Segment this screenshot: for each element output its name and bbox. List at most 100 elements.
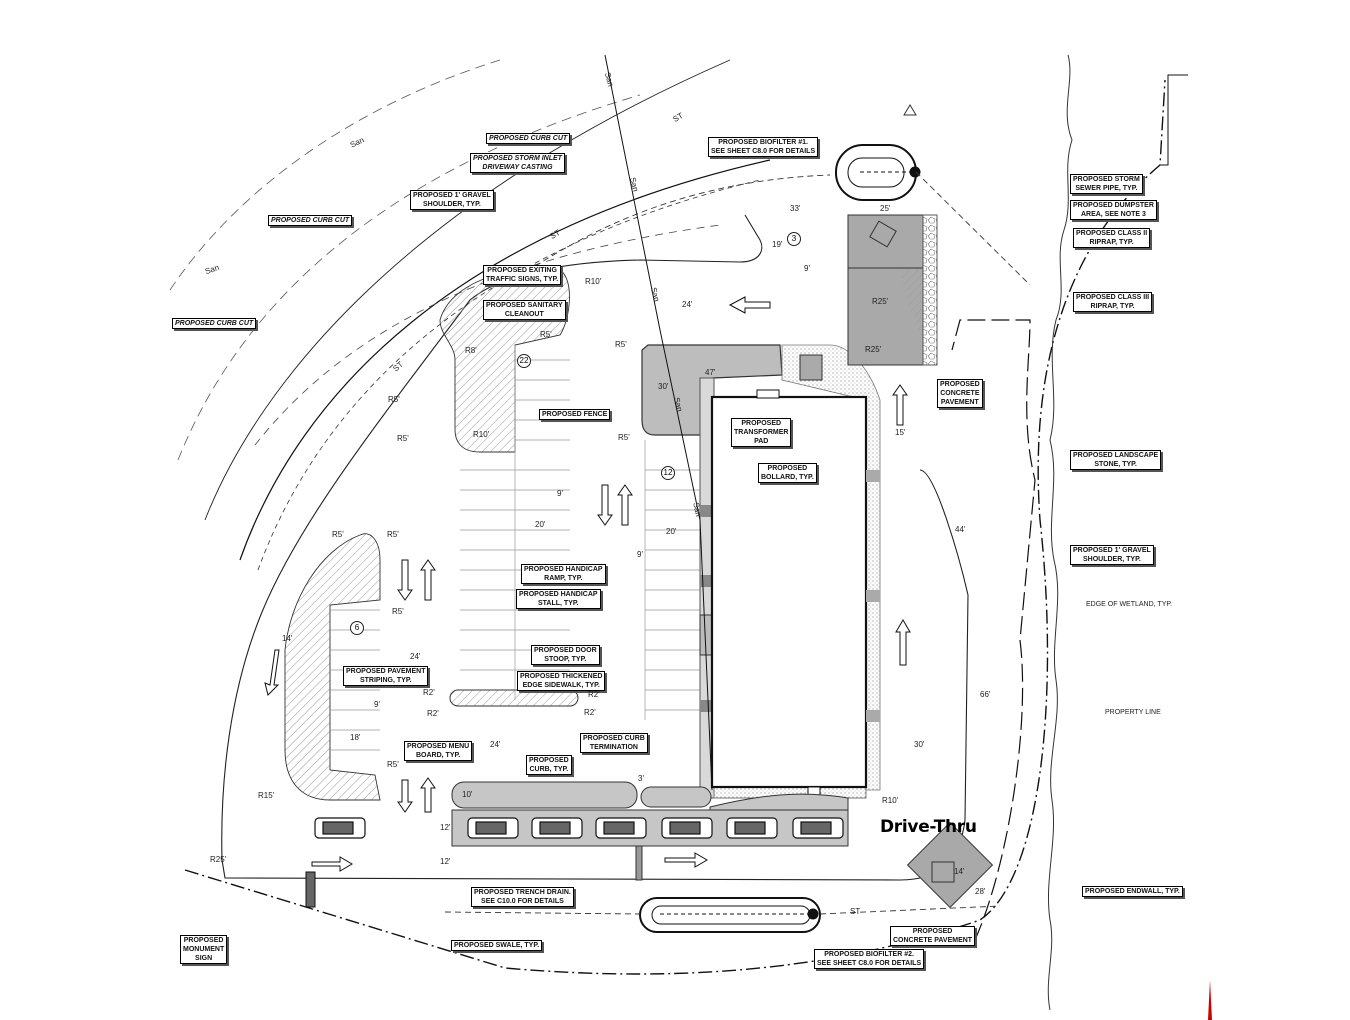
label-dumpster: PROPOSED DUMPSTER AREA, SEE NOTE 3 xyxy=(1070,200,1157,220)
label-bollard: PROPOSED BOLLARD, TYP. xyxy=(758,463,817,483)
dim: 15' xyxy=(895,428,906,437)
label-gravel-shoulder-left: PROPOSED 1' GRAVEL SHOULDER, TYP. xyxy=(410,190,494,210)
dim: 24' xyxy=(490,740,501,749)
label-biofilter-1: PROPOSED BIOFILTER #1. SEE SHEET C8.0 FO… xyxy=(708,137,819,157)
dim: 12' xyxy=(440,857,451,866)
radius: R5' xyxy=(332,530,344,539)
radius: R15' xyxy=(258,791,275,800)
radius: R10' xyxy=(882,796,899,805)
radius: R2' xyxy=(423,688,435,697)
radius: R2' xyxy=(584,708,596,717)
label-swale: PROPOSED SWALE, TYP. xyxy=(451,940,543,951)
label-concrete-top: PROPOSED CONCRETE PAVEMENT xyxy=(937,379,983,408)
dim: 44' xyxy=(955,525,966,534)
building-footprint xyxy=(710,395,868,789)
menu-board-island xyxy=(451,781,638,809)
biofilter-1 xyxy=(835,144,921,201)
riprap xyxy=(922,214,938,366)
label-handicap-ramp: PROPOSED HANDICAP RAMP, TYP. xyxy=(521,564,606,584)
label-curb-cut-mid: PROPOSED CURB CUT xyxy=(268,215,353,226)
west-island xyxy=(284,533,381,801)
radius: R25' xyxy=(210,855,227,864)
radius: R5' xyxy=(618,433,630,442)
corner-mark xyxy=(1208,980,1212,1020)
label-endwall: PROPOSED ENDWALL, TYP. xyxy=(1082,886,1183,897)
dim: 9' xyxy=(804,264,810,273)
biofilter-2 xyxy=(639,897,821,933)
label-gravel-shoulder-right: PROPOSED 1' GRAVEL SHOULDER, TYP. xyxy=(1070,545,1154,565)
radius: R25' xyxy=(865,345,882,354)
dim: 9' xyxy=(557,489,563,498)
dim: 28' xyxy=(975,887,986,896)
label-transformer: PROPOSED TRANSFORMER PAD xyxy=(731,418,792,447)
label-landscape-stone: PROPOSED LANDSCAPE STONE, TYP. xyxy=(1070,450,1162,470)
label-biofilter-2: PROPOSED BIOFILTER #2. SEE SHEET C8.0 FO… xyxy=(814,949,925,969)
radius: R10' xyxy=(585,277,602,286)
dim: 66' xyxy=(980,690,991,699)
dim: 25' xyxy=(880,204,891,213)
sanitary-line xyxy=(604,54,713,791)
stall-count-north: 22 xyxy=(517,354,531,368)
label-curb-termination: PROPOSED CURB TERMINATION xyxy=(580,733,648,753)
label-wetland: EDGE OF WETLAND, TYP. xyxy=(1086,601,1173,608)
radius: R2' xyxy=(427,709,439,718)
dim: 9' xyxy=(637,550,643,559)
utility-tag-st: ST xyxy=(850,907,861,916)
east-accent-1 xyxy=(866,470,880,482)
dim: 14' xyxy=(954,867,965,876)
storm-lines xyxy=(444,171,1031,915)
label-handicap-stall: PROPOSED HANDICAP STALL, TYP. xyxy=(516,589,601,609)
dim: 20' xyxy=(535,520,546,529)
label-sanitary-cleanout: PROPOSED SANITARY CLEANOUT xyxy=(483,300,566,320)
survey-marker xyxy=(903,104,917,116)
label-pavement-striping: PROPOSED PAVEMENT STRIPING, TYP. xyxy=(343,666,429,686)
radius: R2' xyxy=(588,690,600,699)
building-vestibule xyxy=(756,389,780,399)
label-door-stoop: PROPOSED DOOR STOOP, TYP. xyxy=(531,645,600,665)
dim: 33' xyxy=(790,204,801,213)
label-curb-cut-left: PROPOSED CURB CUT xyxy=(172,318,257,329)
dim: 30' xyxy=(914,740,925,749)
transformer-pad xyxy=(799,354,823,381)
label-monument-sign: PROPOSED MONUMENT SIGN xyxy=(180,935,228,964)
stall-count-west: 6 xyxy=(350,621,364,635)
label-property-line: PROPERTY LINE xyxy=(1105,709,1161,716)
dim: 24' xyxy=(410,652,421,661)
stall-count-dumpster: 3 xyxy=(787,232,801,246)
label-thickened-sidewalk: PROPOSED THICKENED EDGE SIDEWALK, TYP. xyxy=(517,671,606,691)
dim: 47' xyxy=(705,368,716,377)
monument-sign xyxy=(305,871,316,908)
label-fence: PROPOSED FENCE xyxy=(539,409,611,420)
dim: 12' xyxy=(440,823,451,832)
label-trench-drain: PROPOSED TRENCH DRAIN. SEE C10.0 FOR DET… xyxy=(471,887,574,907)
north-island xyxy=(439,268,570,453)
east-accent-3 xyxy=(866,710,880,722)
queued-cars xyxy=(314,817,844,839)
radius: R8' xyxy=(465,346,477,355)
radius: R25' xyxy=(872,297,889,306)
label-concrete-bottom: PROPOSED CONCRETE PAVEMENT xyxy=(890,926,976,946)
label-storm-sewer: PROPOSED STORM SEWER PIPE, TYP. xyxy=(1070,174,1143,194)
label-class2-riprap: PROPOSED CLASS II RIPRAP, TYP. xyxy=(1073,228,1151,248)
label-exiting-signs: PROPOSED EXITING TRAFFIC SIGNS, TYP. xyxy=(483,265,562,285)
curb-island xyxy=(640,786,712,808)
label-menu-board: PROPOSED MENU BOARD, TYP. xyxy=(404,741,473,761)
drive-thru-label: Drive-Thru xyxy=(880,817,977,837)
ramp-1 xyxy=(700,505,714,517)
roadway-lines xyxy=(169,59,771,571)
radius: R5' xyxy=(392,607,404,616)
parking-stripes xyxy=(330,345,700,751)
dim: 3' xyxy=(638,774,644,783)
dim: 9' xyxy=(374,700,380,709)
ramp-2 xyxy=(700,575,714,587)
dim: 30' xyxy=(658,382,669,391)
wetland-edge xyxy=(1047,54,1073,1011)
ramp-4 xyxy=(700,700,714,712)
label-storm-inlet: PROPOSED STORM INLET DRIVEWAY CASTING xyxy=(470,153,565,173)
radius: R5' xyxy=(387,530,399,539)
radius: R5' xyxy=(397,434,409,443)
east-accent-2 xyxy=(866,590,880,602)
dim: 10' xyxy=(462,790,473,799)
radius: R5' xyxy=(387,760,399,769)
